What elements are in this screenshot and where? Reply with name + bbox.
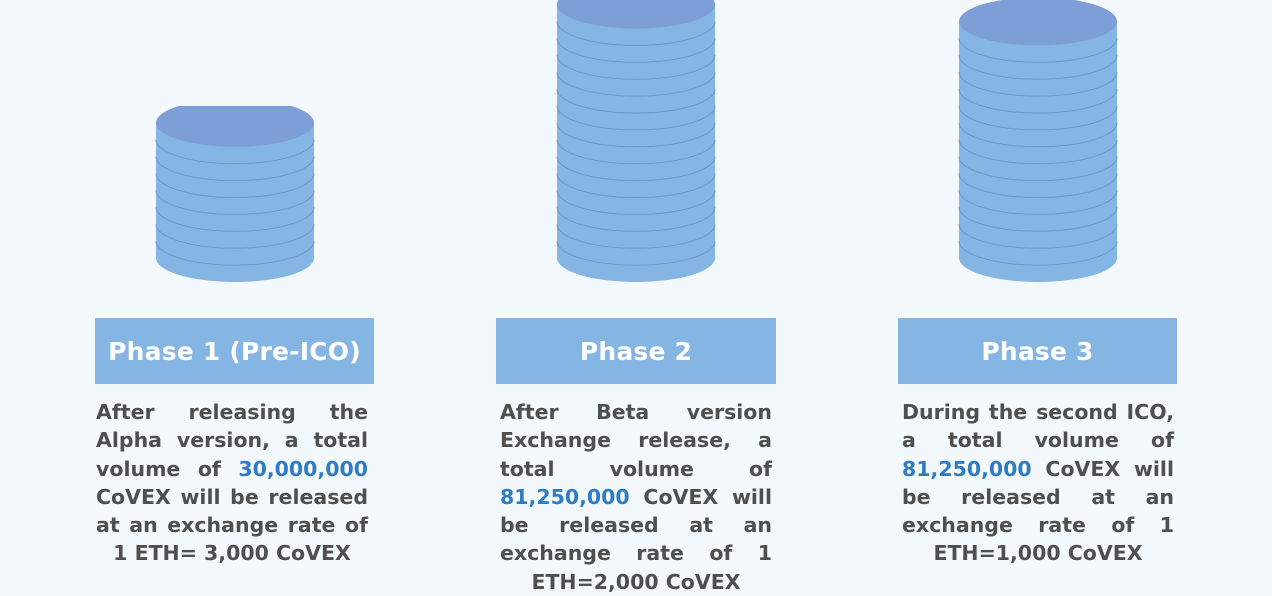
- coin-edge: [155, 139, 315, 165]
- coin-body: [959, 21, 1117, 259]
- coin-edge: [958, 139, 1118, 165]
- coin-edge: [556, 173, 716, 198]
- phase-2-amount: 81,250,000: [500, 484, 630, 509]
- phase-3-description: During the second ICO, a total volume of…: [902, 398, 1174, 568]
- coin-stack-phase-3: [953, 0, 1123, 284]
- coin-body: [557, 4, 715, 258]
- coin-edge: [958, 156, 1118, 182]
- coin-edge: [556, 55, 716, 80]
- coin-edge: [958, 241, 1118, 266]
- coin-edge: [958, 190, 1118, 215]
- coin-edge: [556, 122, 716, 148]
- coin-edge: [556, 207, 716, 232]
- phase-1-description: After releasing the Alpha version, a tot…: [96, 398, 368, 568]
- phase-1-desc-after: CoVEX will be released at an exchange ra…: [96, 484, 368, 566]
- phase-3-desc-before: During the second ICO, a total volume of: [902, 400, 1174, 453]
- phase-1-title: Phase 1 (Pre-ICO): [108, 336, 361, 366]
- phase-3-amount: 81,250,000: [902, 456, 1032, 481]
- coin-edge: [556, 190, 716, 215]
- coin-edge: [155, 241, 315, 266]
- coin-stack-icon: [958, 0, 1118, 282]
- phase-2-desc-after: CoVEX will be released at an exchange ra…: [500, 484, 772, 594]
- coin-top: [959, 0, 1117, 46]
- coin-top: [156, 106, 314, 147]
- coin-edge: [155, 224, 315, 249]
- coin-top: [557, 0, 715, 29]
- coin-edge: [958, 38, 1118, 63]
- coin-stack-phase-1: [150, 106, 320, 284]
- coin-edge: [556, 241, 716, 266]
- coin-edge: [155, 156, 315, 182]
- coin-edge: [958, 224, 1118, 249]
- coin-edge: [556, 156, 716, 182]
- coin-edge: [958, 105, 1118, 131]
- coin-edge: [556, 72, 716, 97]
- coin-edge: [958, 88, 1118, 114]
- coin-edge: [556, 139, 716, 165]
- coin-edge: [556, 21, 716, 46]
- phase-1-amount: 30,000,000: [238, 456, 368, 481]
- coin-edge: [958, 55, 1118, 80]
- coin-stack-icon: [556, 0, 716, 282]
- coin-edge: [556, 105, 716, 131]
- phase-3-desc-after: CoVEX will be released at an exchange ra…: [902, 456, 1174, 566]
- coin-stack-icon: [155, 106, 315, 282]
- coin-edge: [958, 72, 1118, 97]
- coin-stack-phase-2: [551, 0, 721, 284]
- phase-2-desc-before: After Beta version Exchange release, a t…: [500, 400, 772, 481]
- phase-3-title: Phase 3: [981, 336, 1094, 366]
- phase-1-desc-before: After releasing the Alpha version, a tot…: [96, 400, 368, 481]
- coin-edge: [958, 173, 1118, 198]
- coin-edge: [556, 224, 716, 249]
- phase-3-header: Phase 3: [898, 318, 1177, 384]
- phase-2-title: Phase 2: [579, 336, 693, 366]
- coin-edge: [155, 207, 315, 232]
- coin-edge: [556, 88, 716, 114]
- coin-edge: [556, 38, 716, 63]
- phase-1-header: Phase 1 (Pre-ICO): [95, 318, 374, 384]
- phase-2-header: Phase 2: [496, 318, 776, 384]
- coin-edge: [958, 207, 1118, 232]
- phase-2-description: After Beta version Exchange release, a t…: [500, 398, 772, 596]
- coin-edge: [155, 173, 315, 198]
- coin-edge: [958, 122, 1118, 148]
- coin-edge: [155, 190, 315, 215]
